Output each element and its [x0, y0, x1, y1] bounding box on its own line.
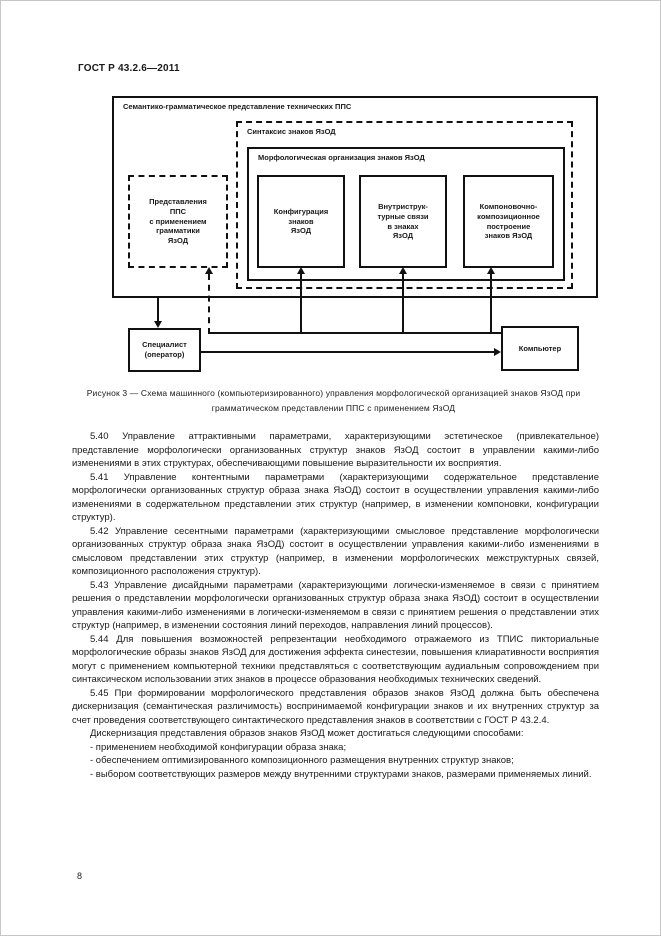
composition-box: Компоновочно- композиционное построение …	[463, 175, 554, 268]
connector-computer-bus	[208, 332, 503, 334]
configuration-box: Конфигурация знаков ЯзОД	[257, 175, 345, 268]
syntax-dashed-box: Синтаксис знаков ЯзОД	[236, 121, 573, 289]
connector-bus-to-configuration	[300, 274, 302, 334]
connector-specialist-to-computer	[201, 351, 494, 353]
page-number: 8	[77, 871, 83, 881]
arrow-up-icon	[297, 267, 305, 274]
computer-box: Компьютер	[501, 326, 579, 371]
arrow-right-icon	[494, 348, 501, 356]
specialist-operator-box: Специалист (оператор)	[128, 328, 201, 372]
connector-outer-to-specialist	[157, 298, 159, 322]
list-item: - выбором соответствующих размеров между…	[90, 768, 592, 780]
semantic-grammatical-label: Семантико-грамматическое представление т…	[123, 102, 352, 111]
connector-bus-to-grammar-dashed	[208, 274, 210, 334]
discernization-intro: Дискернизация представления образов знак…	[90, 728, 524, 739]
clause-5-41: 5.41 Управление контентными параметрами …	[72, 471, 599, 524]
body-text: 5.40 Управление аттрактивными параметрам…	[72, 430, 599, 781]
figure-caption: Рисунок 3 — Схема машинного (компьютериз…	[86, 388, 581, 413]
arrow-up-icon	[399, 267, 407, 274]
arrow-up-icon	[205, 267, 213, 274]
pps-grammar-box: Представления ППС с применением граммати…	[128, 175, 228, 268]
clause-5-40: 5.40 Управление аттрактивными параметрам…	[72, 431, 599, 469]
arrow-up-icon	[487, 267, 495, 274]
syntax-label: Синтаксис знаков ЯзОД	[247, 127, 336, 136]
clause-5-43: 5.43 Управление дисайдными параметрами (…	[72, 579, 599, 632]
connector-bus-to-intrastructural	[402, 274, 404, 334]
list-item: - применением необходимой конфигурации о…	[90, 741, 347, 753]
clause-5-44: 5.44 Для повышения возможностей репрезен…	[72, 633, 599, 686]
morphology-label: Морфологическая организация знаков ЯзОД	[258, 153, 425, 162]
list-item: - обеспечением оптимизированного компози…	[90, 755, 514, 766]
document-header: ГОСТ Р 43.2.6—2011	[78, 63, 180, 74]
intrastructural-links-box: Внутриструк- турные связи в знаках ЯзОД	[359, 175, 447, 268]
arrow-down-icon	[154, 321, 162, 328]
semantic-grammatical-outer-box: Семантико-грамматическое представление т…	[112, 96, 598, 298]
clause-5-45: 5.45 При формировании морфологического п…	[72, 687, 599, 726]
connector-bus-to-composition	[490, 274, 492, 334]
clause-5-42: 5.42 Управление сесентными параметрами (…	[72, 525, 599, 578]
